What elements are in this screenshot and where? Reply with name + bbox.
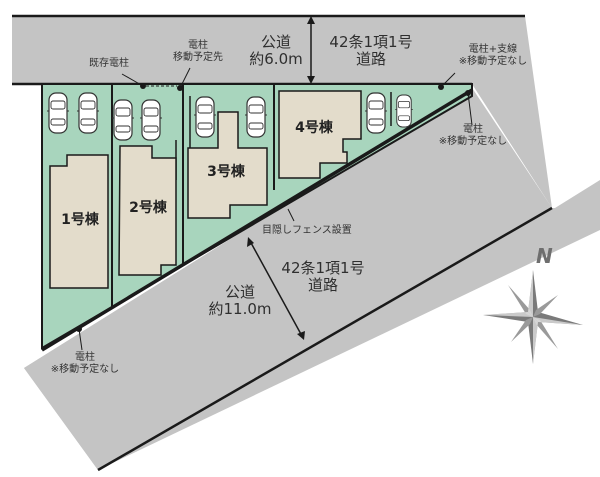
south-road-class-line2: 道路 [307, 276, 338, 295]
road-width-arrows [247, 16, 315, 340]
north-road-type: 公道 [260, 33, 291, 51]
existing-pole-label: 既存電柱 [89, 58, 129, 69]
building-3 [187, 111, 268, 219]
pole-guy-line1: 電柱+支線 [468, 44, 518, 55]
south-road-type: 公道 [224, 283, 255, 301]
building-1 [49, 154, 109, 289]
compass-rose-icon [483, 270, 583, 364]
pole-relocation-line1: 電柱 [188, 40, 208, 51]
pole-east-line2: ※移動予定なし [438, 135, 508, 147]
building-2 [118, 145, 177, 276]
north-road-width: 約6.0m [249, 50, 303, 69]
south-road-label: 公道 約11.0m [200, 283, 280, 319]
pole-east-label: 電柱 ※移動予定なし [428, 124, 518, 147]
building-4 [278, 90, 362, 179]
compass-north-label: N [536, 244, 553, 268]
pole-south-line2: ※移動予定なし [50, 363, 120, 375]
pole-east-line1: 電柱 [463, 124, 483, 135]
pole-south-label: 電柱 ※移動予定なし [40, 352, 130, 375]
south-road [24, 88, 600, 472]
south-road-class-line1: 42条1項1号 [281, 259, 365, 277]
pole-relocation-label: 電柱 移動予定先 [163, 40, 233, 63]
north-road-class-line1: 42条1項1号 [329, 33, 413, 51]
south-road-classification: 42条1項1号 道路 [268, 259, 378, 295]
pole-relocation-line2: 移動予定先 [173, 51, 223, 63]
building-3-label: 3号棟 [207, 164, 245, 180]
south-road-width: 約11.0m [208, 300, 272, 319]
pole-guy-line2: ※移動予定なし [458, 55, 528, 67]
building-2-label: 2号棟 [129, 200, 167, 216]
north-road-classification: 42条1項1号 道路 [316, 33, 426, 69]
pole-guy-label: 電柱+支線 ※移動予定なし [448, 44, 538, 67]
utility-poles [76, 67, 473, 351]
fence-label: 目隠しフェンス設置 [262, 225, 352, 236]
buildings [49, 90, 362, 289]
north-road-class-line2: 道路 [355, 50, 386, 69]
building-1-label: 1号棟 [61, 212, 99, 228]
pole-south-line1: 電柱 [75, 352, 95, 363]
building-4-label: 4号棟 [295, 120, 333, 136]
north-road-label: 公道 約6.0m [246, 33, 306, 69]
